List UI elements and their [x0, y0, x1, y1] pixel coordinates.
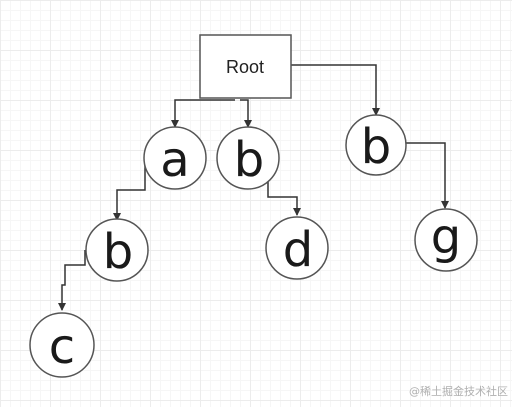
- edge-b-right-g: [405, 142, 449, 209]
- node-d: d: [265, 216, 329, 280]
- edge-b-mid-d: [267, 180, 301, 216]
- node-g-label: g: [431, 209, 461, 265]
- node-b-low-label: b: [103, 224, 133, 280]
- node-c: c: [29, 312, 95, 378]
- node-a: a: [143, 126, 207, 190]
- root-label: Root: [226, 57, 264, 77]
- node-b-right-label: b: [361, 119, 391, 175]
- edge-b-low-c: [58, 250, 86, 311]
- watermark: @稀土掘金技术社区: [409, 384, 508, 398]
- node-b-mid-label: b: [234, 132, 264, 188]
- edge-root-b-right: [291, 64, 380, 116]
- node-b-mid: b: [216, 126, 280, 190]
- edge-root-a: [171, 99, 235, 128]
- root-node: Root: [199, 34, 292, 99]
- node-d-label: d: [283, 222, 313, 278]
- edge-a-b-low: [113, 160, 146, 221]
- node-g: g: [414, 208, 478, 272]
- node-b-low: b: [85, 218, 149, 282]
- connectors: [58, 64, 449, 311]
- node-a-label: a: [160, 132, 189, 188]
- edge-root-b-mid: [240, 99, 252, 128]
- node-c-label: c: [49, 319, 75, 375]
- node-b-right: b: [345, 114, 407, 176]
